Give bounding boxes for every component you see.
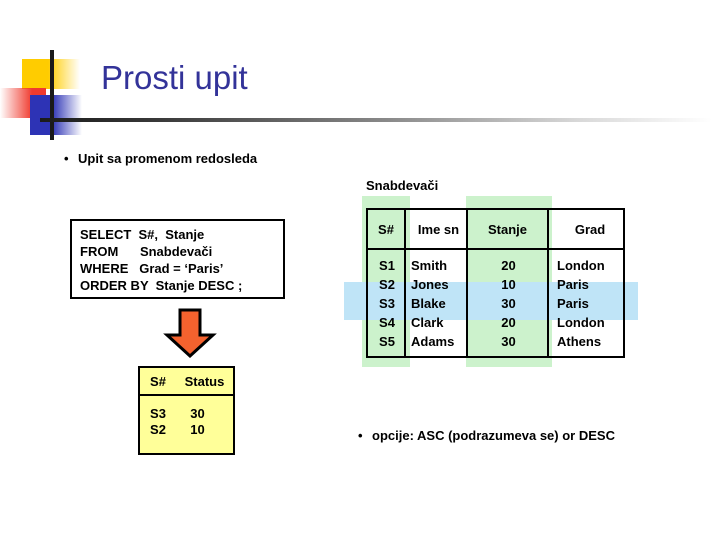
- cell-imesn: Jones: [411, 277, 449, 292]
- cell-sid: S5: [379, 334, 395, 349]
- bullet-item-reorder: • Upit sa promenom redosleda: [64, 151, 257, 166]
- title-underline-rule: [40, 118, 712, 122]
- suppliers-table: S# Ime sn Stanje Grad S1 Smith 20 London…: [366, 208, 625, 358]
- highlight-rows-paris: [344, 282, 638, 320]
- highlight-column-sid: [362, 196, 410, 367]
- logo-vertical-line: [50, 50, 54, 140]
- down-arrow-icon: [163, 308, 217, 359]
- suppliers-header-sid: S#: [368, 210, 406, 248]
- result-cell-sid: S2: [150, 422, 166, 437]
- cell-stanje: 30: [501, 296, 516, 311]
- cell-grad: Paris: [557, 296, 589, 311]
- bullet-marker-icon: •: [358, 428, 363, 443]
- cell-imesn: Blake: [411, 296, 446, 311]
- table-divider-2: [466, 208, 468, 358]
- table-row: S3 30: [140, 406, 233, 422]
- result-table-body: S3 30 S2 10: [140, 396, 233, 438]
- suppliers-header-grad: Grad: [574, 221, 606, 237]
- sql-line-where: WHERE Grad = ‘Paris’: [80, 261, 224, 276]
- cell-stanje: 20: [501, 258, 516, 273]
- table-row: S1 Smith 20 London: [368, 256, 623, 275]
- result-header-status: Status: [184, 373, 225, 389]
- suppliers-header-stanje: Stanje: [468, 210, 549, 248]
- page-title: Prosti upit: [101, 59, 248, 96]
- cell-sid: S3: [379, 296, 395, 311]
- cell-grad: London: [557, 315, 605, 330]
- result-header-sid: S#: [150, 373, 166, 389]
- cell-imesn: Adams: [411, 334, 455, 349]
- cell-stanje: 20: [501, 315, 516, 330]
- cell-sid: S2: [379, 277, 395, 292]
- suppliers-body: S1 Smith 20 London S2 Jones 10 Paris S3 …: [368, 250, 623, 351]
- result-table-header-row: S# Status: [140, 368, 233, 396]
- logo-blue-block: [30, 95, 82, 135]
- table-row: S4 Clark 20 London: [368, 313, 623, 332]
- table-row: S5 Adams 30 Athens: [368, 332, 623, 351]
- suppliers-table-caption: Snabdevači: [366, 178, 439, 193]
- table-row: S2 Jones 10 Paris: [368, 275, 623, 294]
- table-divider-3: [547, 208, 549, 358]
- highlight-column-stanje: [466, 196, 552, 367]
- result-table: S# Status S3 30 S2 10: [138, 366, 235, 455]
- sql-line-from: FROM Snabdevači: [80, 244, 213, 259]
- cell-sid: S4: [379, 315, 395, 330]
- cell-grad: Paris: [557, 277, 589, 292]
- sql-line-order-by: ORDER BY Stanje DESC ;: [80, 278, 243, 293]
- suppliers-header-imesn: Ime sn: [406, 210, 468, 248]
- table-divider-1: [404, 208, 406, 358]
- decorative-logo: [0, 50, 95, 140]
- table-row: S3 Blake 30 Paris: [368, 294, 623, 313]
- sql-query-box: SELECT S#, Stanje FROM Snabdevači WHERE …: [70, 219, 285, 299]
- result-cell-sid: S3: [150, 406, 166, 421]
- table-row: S2 10: [140, 422, 233, 438]
- cell-stanje: 10: [501, 277, 516, 292]
- cell-grad: London: [557, 258, 605, 273]
- sql-line-select: SELECT S#, Stanje: [80, 227, 205, 242]
- cell-imesn: Clark: [411, 315, 444, 330]
- bullet-item-reorder-label: Upit sa promenom redosleda: [78, 151, 258, 166]
- result-cell-status: 30: [190, 406, 205, 421]
- bullet-item-options-label: opcije: ASC (podrazumeva se) or DESC: [372, 428, 615, 443]
- cell-stanje: 30: [501, 334, 516, 349]
- cell-imesn: Smith: [411, 258, 448, 273]
- bullet-marker-icon: •: [64, 151, 69, 166]
- suppliers-header-row: S# Ime sn Stanje Grad: [368, 210, 623, 250]
- cell-grad: Athens: [557, 334, 602, 349]
- cell-sid: S1: [379, 258, 395, 273]
- result-cell-status: 10: [190, 422, 205, 437]
- bullet-item-options: • opcije: ASC (podrazumeva se) or DESC: [358, 428, 615, 443]
